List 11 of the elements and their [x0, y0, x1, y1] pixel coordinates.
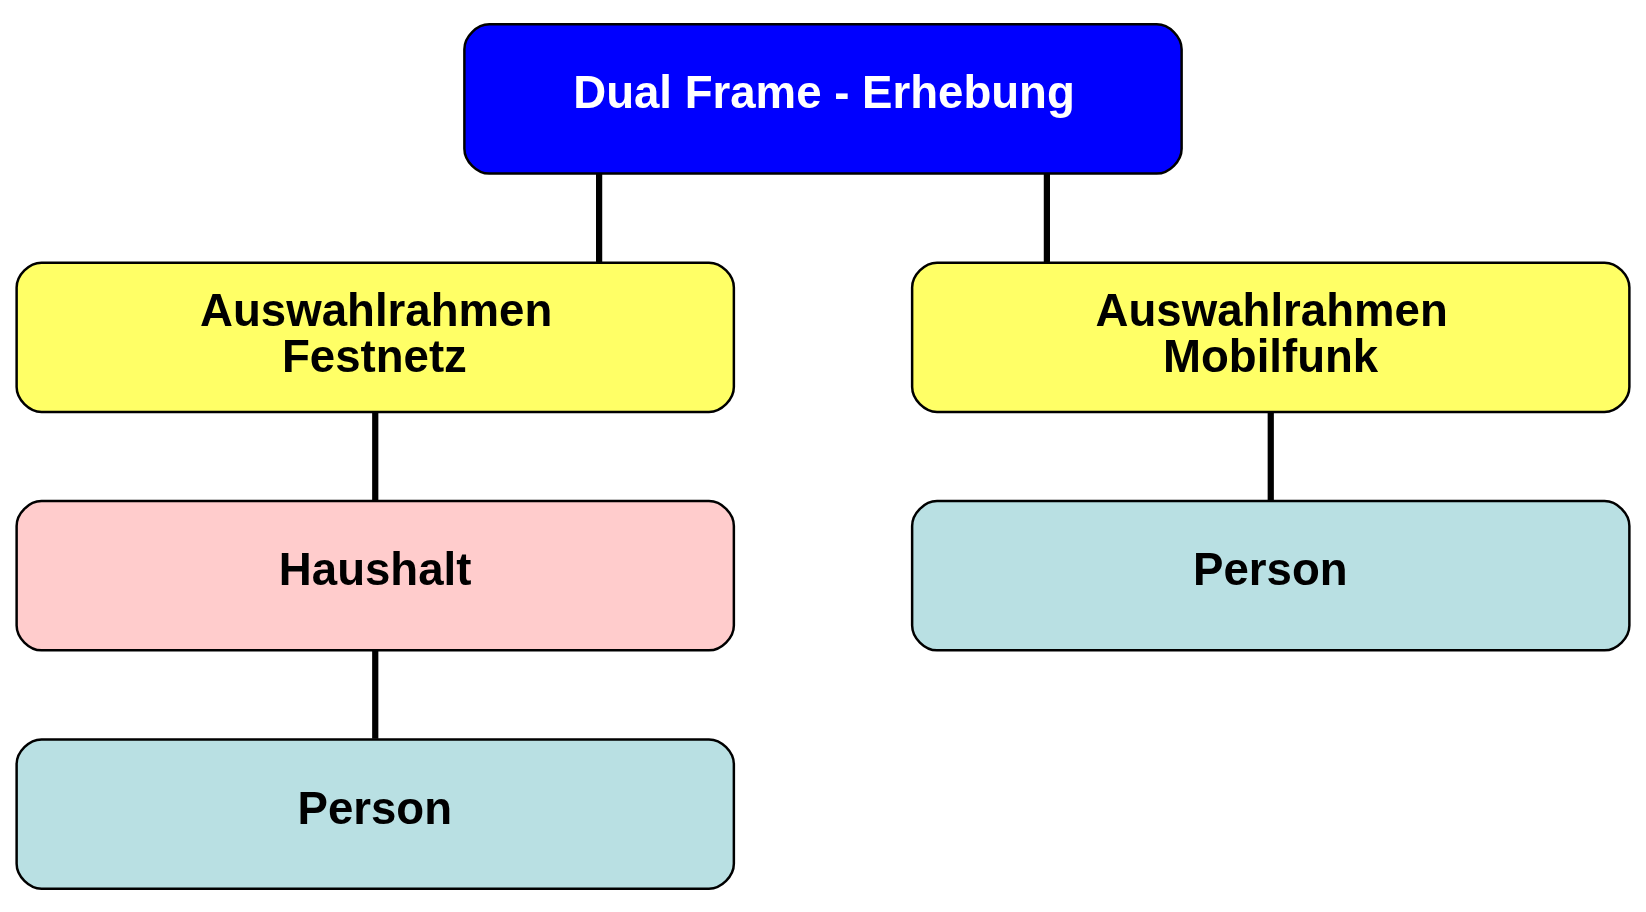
connector — [1267, 411, 1274, 500]
connector — [1043, 173, 1050, 262]
node-box: Auswahlrahmen Mobilfunk — [910, 260, 1631, 413]
node-box: Haushalt — [15, 499, 736, 652]
connector — [596, 173, 603, 262]
node-box: Person — [910, 499, 1631, 652]
node-box: Person — [15, 737, 736, 890]
node-box: Dual Frame - Erhebung — [463, 22, 1183, 175]
connector — [372, 411, 379, 500]
connector — [372, 649, 379, 739]
node-box: Auswahlrahmen Festnetz — [15, 260, 736, 413]
